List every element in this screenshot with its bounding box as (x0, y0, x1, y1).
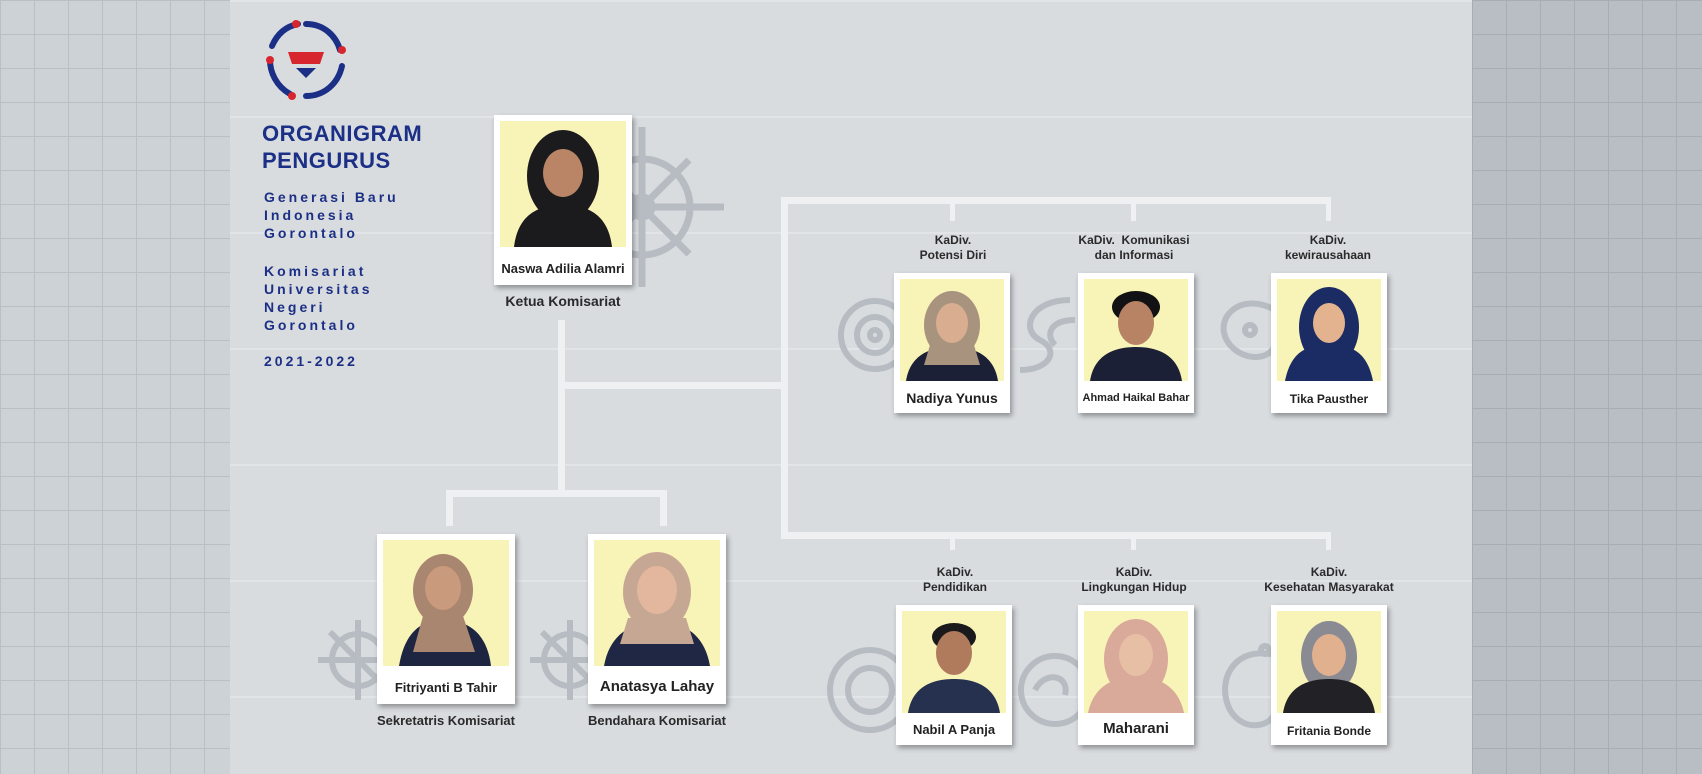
division-label-pendidikan: KaDiv. Pendidikan (875, 565, 1035, 595)
connector-ketua-to-divisions (558, 382, 784, 389)
division-photo (1277, 611, 1381, 713)
connector-bottom-drop-3 (1326, 532, 1331, 550)
division-label-komunikasi: KaDiv. Komunikasi dan Informasi (1049, 233, 1219, 263)
title-line-2: PENGURUS (262, 148, 391, 173)
person-portrait-icon (1090, 291, 1182, 381)
connector-divisions-trunk (781, 197, 788, 539)
ship-wheel-decoration (318, 620, 398, 700)
division-photo (1277, 279, 1381, 381)
connector-staff-drop-2 (660, 490, 667, 526)
page-title: ORGANIGRAM PENGURUS (262, 120, 422, 174)
connector-top-drop-3 (1326, 197, 1331, 221)
division-label-line-1: KaDiv. Komunikasi (1078, 233, 1190, 247)
division-person-name: Nabil A Panja (912, 722, 996, 737)
connector-top-row (781, 197, 1331, 204)
division-card-komunikasi: Ahmad Haikal Bahar (1078, 273, 1194, 413)
swirl-decoration (1222, 643, 1278, 729)
swirl-decoration (827, 647, 905, 733)
title-line-1: ORGANIGRAM (262, 121, 423, 146)
division-person-name: Tika Pausther (1289, 392, 1369, 406)
connector-bottom-drop-2 (1131, 532, 1136, 550)
division-card-pendidikan: Nabil A Panja (896, 605, 1012, 745)
sekretaris-name: Fitriyanti B Tahir (394, 680, 498, 695)
swirl-decoration (1019, 297, 1076, 373)
division-label-line-1: KaDiv. (934, 233, 972, 247)
commissariat-name: Komisariat Universitas Negeri Gorontalo (264, 263, 373, 333)
division-person-name: Ahmad Haikal Bahar (1082, 392, 1190, 404)
division-photo (1084, 611, 1188, 713)
bendahara-card: Anatasya Lahay (588, 534, 726, 704)
person-portrait-icon (1285, 287, 1373, 381)
division-label-line-2: Potensi Diri (919, 248, 987, 262)
period: 2021-2022 (264, 353, 358, 369)
division-label-potensi-diri: KaDiv. Potensi Diri (873, 233, 1033, 263)
ketua-role: Ketua Komisariat (505, 293, 621, 309)
ketua-card: Naswa Adilia Alamri (494, 115, 632, 285)
division-card-lingkungan-hidup: Maharani (1078, 605, 1194, 745)
sekretaris-photo (383, 540, 509, 666)
person-portrait-icon (908, 623, 1000, 713)
connector-ketua-down (558, 320, 565, 492)
left-grid-background (0, 0, 230, 774)
division-label-lingkungan-hidup: KaDiv. Lingkungan Hidup (1054, 565, 1214, 595)
connector-bottom-drop-1 (950, 532, 955, 550)
person-portrait-icon (514, 130, 612, 247)
division-card-potensi-diri: Nadiya Yunus (894, 273, 1010, 413)
person-portrait-icon (399, 554, 491, 666)
division-label-line-2: Kesehatan Masyarakat (1264, 580, 1394, 594)
person-portrait-icon (906, 291, 998, 381)
division-label-line-1: KaDiv. (1115, 565, 1153, 579)
connector-top-drop-2 (1131, 197, 1136, 221)
division-label-line-2: kewirausahaan (1284, 248, 1372, 262)
division-card-kesehatan-masyarakat: Fritania Bonde (1271, 605, 1387, 745)
organization-name: Generasi Baru Indonesia Gorontalo (264, 189, 399, 241)
division-label-line-2: dan Informasi (1094, 248, 1174, 262)
division-label-line-1: KaDiv. (936, 565, 974, 579)
connector-staff-row (446, 490, 667, 497)
connector-top-drop-1 (950, 197, 955, 221)
division-label-line-1: KaDiv. (1309, 233, 1347, 247)
ketua-name: Naswa Adilia Alamri (501, 261, 625, 276)
swirl-decoration (838, 298, 905, 372)
swirl-decoration (1018, 653, 1085, 727)
person-portrait-icon (604, 552, 710, 666)
division-label-line-2: Lingkungan Hidup (1081, 580, 1187, 594)
person-portrait-icon (1088, 619, 1184, 713)
division-photo (1084, 279, 1188, 381)
right-grid-background (1472, 0, 1702, 774)
bendahara-role: Bendahara Komisariat (588, 713, 726, 728)
division-person-name: Nadiya Yunus (906, 390, 998, 406)
division-card-kewirausahaan: Tika Pausther (1271, 273, 1387, 413)
sekretaris-role: Sekretatris Komisariat (376, 713, 515, 728)
connector-staff-drop-1 (446, 490, 453, 526)
organization-logo (266, 20, 346, 100)
swirl-decoration (1220, 300, 1278, 360)
division-photo (902, 611, 1006, 713)
person-portrait-icon (1283, 621, 1375, 713)
bendahara-photo (594, 540, 720, 666)
ketua-photo (500, 121, 626, 247)
division-label-line-1: KaDiv. (1310, 565, 1348, 579)
division-person-name: Fritania Bonde (1286, 724, 1371, 738)
bendahara-name: Anatasya Lahay (599, 678, 715, 695)
division-label-line-2: Pendidikan (922, 580, 987, 594)
division-label-kewirausahaan: KaDiv. kewirausahaan (1248, 233, 1408, 263)
connector-bottom-row (781, 532, 1331, 539)
division-photo (900, 279, 1004, 381)
sekretaris-card: Fitriyanti B Tahir (377, 534, 515, 704)
division-person-name: Maharani (1103, 720, 1169, 737)
division-label-kesehatan-masyarakat: KaDiv. Kesehatan Masyarakat (1244, 565, 1414, 595)
